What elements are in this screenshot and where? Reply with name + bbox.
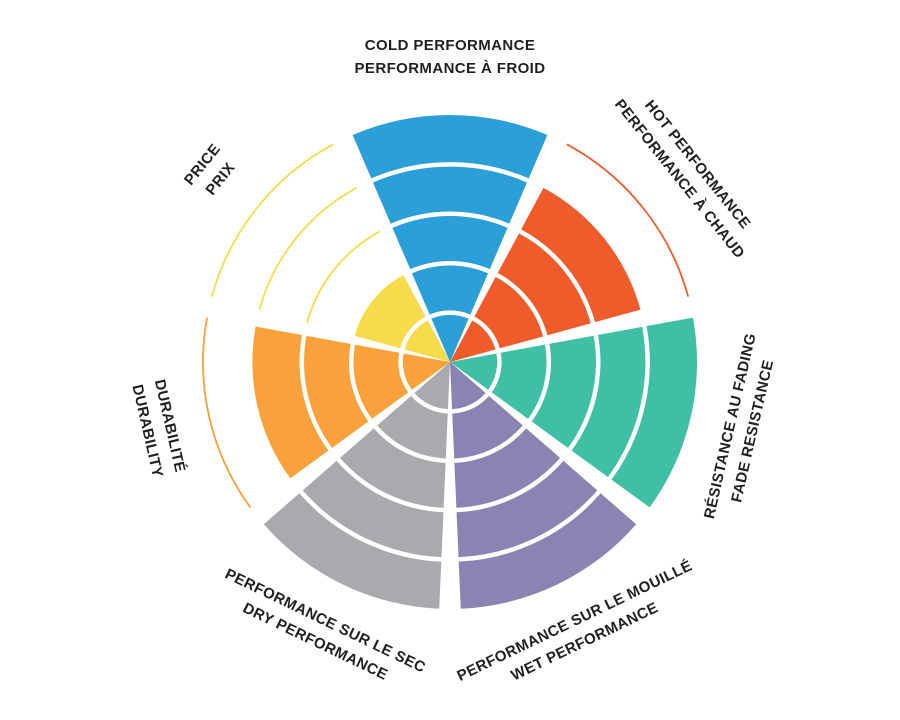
level-outline-arc	[258, 187, 358, 310]
ring-separator	[458, 490, 601, 562]
ring-separator	[528, 343, 552, 422]
ring-separator	[429, 310, 471, 319]
ring-separator	[398, 352, 412, 393]
ring-separator	[518, 229, 596, 324]
ring-separator	[488, 352, 502, 393]
sector-fill-cold-performance	[352, 115, 548, 363]
sector-fill-dry-performance	[263, 362, 450, 609]
sector-fill-price	[354, 274, 450, 362]
ring-separator	[472, 316, 500, 350]
ring-separator	[336, 457, 444, 513]
ring-separator	[348, 343, 372, 422]
sector-label-cold-performance: COLD PERFORMANCE PERFORMANCE À FROID	[355, 37, 546, 77]
ring-separator	[299, 490, 442, 562]
ring-separator	[299, 334, 333, 451]
level-outline-arc	[202, 317, 252, 508]
ring-separator	[390, 211, 510, 228]
ring-separator	[567, 334, 601, 451]
sector-label-line: PERFORMANCE À FROID	[355, 60, 546, 77]
level-outline-arc	[306, 230, 381, 323]
ring-separator	[411, 392, 449, 414]
ring-separator	[451, 392, 489, 414]
sector-fill-fade-resistance	[450, 317, 698, 508]
ring-separator	[454, 425, 527, 463]
ring-separator	[400, 316, 428, 350]
ring-separator	[495, 272, 548, 337]
sector-fill-wet-performance	[450, 362, 637, 609]
ring-separator	[607, 326, 650, 480]
ring-separator	[371, 162, 529, 183]
sector-cold-performance: COLD PERFORMANCE PERFORMANCE À FROID	[352, 37, 548, 363]
sector-label-line: PERFORMANCE À CHAUD	[611, 96, 748, 262]
ring-separator	[373, 425, 446, 463]
level-outline-arc	[566, 143, 690, 297]
ring-separator	[410, 260, 490, 274]
level-outline-arc	[210, 143, 334, 297]
sector-label-line: COLD PERFORMANCE	[365, 37, 536, 54]
ring-separator	[456, 457, 564, 513]
